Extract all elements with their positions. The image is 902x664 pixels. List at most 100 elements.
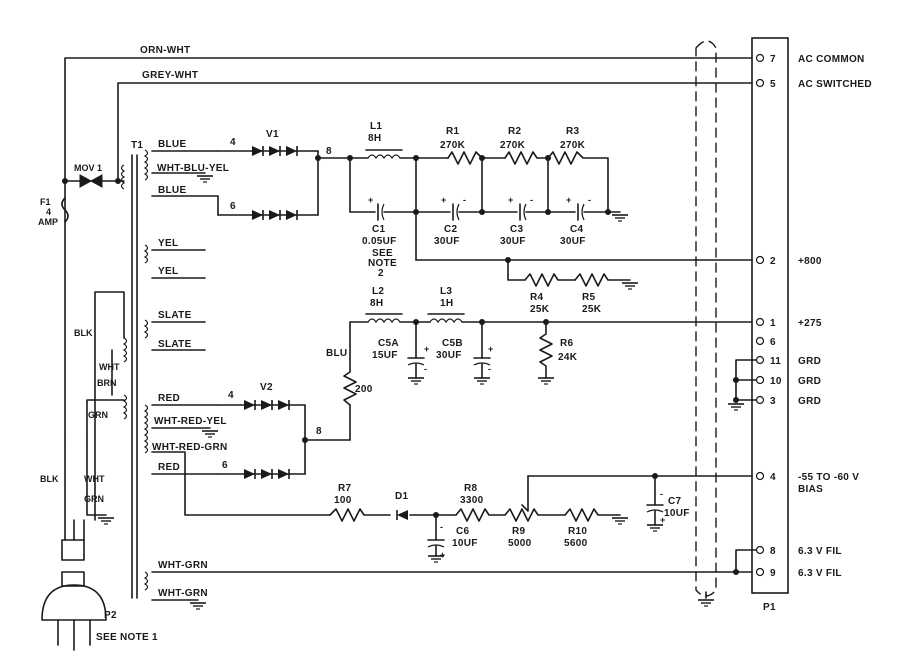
- label-slate-1: SLATE: [158, 310, 192, 321]
- rectifier-v1: V1 4 6 8: [217, 129, 332, 221]
- mov-label: MOV 1: [74, 163, 102, 173]
- label-wht-red-grn: WHT-RED-GRN: [152, 442, 228, 453]
- r6-name: R6: [560, 338, 574, 349]
- svg-text:-: -: [424, 364, 427, 374]
- label-yel-2: YEL: [158, 266, 178, 277]
- l2-name: L2: [372, 286, 384, 297]
- node-4a: 4: [230, 137, 236, 148]
- mov-1: MOV 1: [62, 163, 121, 188]
- secondary-wires: [151, 150, 753, 610]
- ac-common-wire: ORN-WHT: [64, 45, 753, 441]
- p1-pin-number: 6: [770, 337, 776, 348]
- fuse-unit: AMP: [38, 217, 58, 227]
- label-wht-2: WHT: [84, 474, 105, 484]
- transformer-label: T1: [131, 140, 143, 151]
- p1-pin-2: [755, 255, 765, 265]
- label-wht-grn-1: WHT-GRN: [158, 560, 208, 571]
- r6-value: 24K: [558, 352, 578, 363]
- r10-name: R10: [568, 526, 587, 537]
- label-blue-1: BLUE: [158, 139, 186, 150]
- c1-note-2: NOTE: [368, 258, 397, 269]
- p1-pin-number: 2: [770, 256, 776, 267]
- label-slate-2: SLATE: [158, 339, 192, 350]
- c2-value: 30UF: [434, 236, 460, 247]
- svg-text:+: +: [488, 344, 493, 354]
- p1-pin-label: 6.3 V FIL: [798, 568, 842, 579]
- l2-value: 8H: [370, 298, 383, 309]
- r10-value: 5600: [564, 538, 588, 549]
- v1-label: V1: [266, 129, 279, 140]
- p1-name: P1: [763, 602, 776, 613]
- p1-pin-number: 10: [770, 376, 782, 387]
- p1-pin-number: 11: [770, 356, 781, 367]
- p1-pin-label: AC COMMON: [798, 54, 865, 65]
- p1-pin-3: [755, 395, 765, 405]
- label-red-1: RED: [158, 393, 180, 404]
- c7-value: 10UF: [664, 508, 690, 519]
- p1-pin-label: -55 TO -60 V: [798, 472, 859, 483]
- c1-note-3: 2: [378, 268, 384, 279]
- label-orn-wht: ORN-WHT: [140, 45, 190, 56]
- r2-value: 270K: [500, 140, 526, 151]
- c2-name: C2: [444, 224, 458, 235]
- c1-note-1: SEE: [372, 248, 393, 259]
- svg-text:+: +: [660, 515, 665, 525]
- label-grn: GRN: [88, 410, 108, 420]
- p1-pin-number: 1: [770, 318, 776, 329]
- node-8b: 8: [316, 426, 322, 437]
- p1-pin-label: GRD: [798, 396, 821, 407]
- svg-text:+: +: [424, 344, 429, 354]
- svg-text:+: +: [440, 550, 445, 560]
- node-6a: 6: [230, 201, 236, 212]
- plug-note: SEE NOTE 1: [96, 632, 158, 643]
- p1-pin-label: 6.3 V FIL: [798, 546, 842, 557]
- r2-name: R2: [508, 126, 522, 137]
- plug-name: P2: [104, 610, 117, 621]
- c4-value: 30UF: [560, 236, 586, 247]
- p1-pin-number: 7: [770, 54, 776, 65]
- r3-name: R3: [566, 126, 580, 137]
- svg-text:+: +: [566, 195, 571, 205]
- label-blue-2: BLUE: [158, 185, 186, 196]
- plug-p2: P2 SEE NOTE 1: [41, 439, 158, 651]
- p1-pin-label: GRD: [798, 376, 821, 387]
- r8-value: 3300: [460, 495, 484, 506]
- label-wht-grn-2: WHT-GRN: [158, 588, 208, 599]
- p1-pin-label: +800: [798, 256, 822, 267]
- r4-value: 25K: [530, 304, 550, 315]
- p1-pin-6: [755, 336, 765, 346]
- l3-name: L3: [440, 286, 452, 297]
- r8-name: R8: [464, 483, 478, 494]
- fuse-rating: 4: [46, 207, 51, 217]
- p1-pin-number: 9: [770, 568, 776, 579]
- lv-filter: 200 BLU L2 8H L3 1H + - C5A 15UF + - C5B: [326, 286, 753, 441]
- p1-pin-label: GRD: [798, 356, 821, 367]
- svg-text:-: -: [440, 522, 443, 532]
- bias-supply: R7 100 D1 - + C6 10UF R8 3300 R9 5000 R1…: [329, 473, 753, 563]
- p1-pin-9: [755, 567, 765, 577]
- node-6b: 6: [222, 460, 228, 471]
- c3-name: C3: [510, 224, 524, 235]
- transformer-t1: T1: [120, 140, 149, 599]
- svg-text:-: -: [660, 489, 663, 499]
- rectifier-v2: V2 4 6 8: [217, 382, 351, 480]
- r5-value: 25K: [582, 304, 602, 315]
- l1-value: 8H: [368, 133, 381, 144]
- r1-value: 270K: [440, 140, 466, 151]
- svg-text:-: -: [463, 195, 466, 205]
- r7-name: R7: [338, 483, 352, 494]
- p1-pin-label: AC SWITCHED: [798, 79, 872, 90]
- c1-value: 0.05UF: [362, 236, 397, 247]
- fuse-f1: F1 4 AMP: [38, 197, 69, 227]
- label-wht-blu-yel: WHT-BLU-YEL: [157, 163, 229, 174]
- r9-value: 5000: [508, 538, 532, 549]
- p1-pin-label: +275: [798, 318, 822, 329]
- c4-name: C4: [570, 224, 584, 235]
- secondary-labels: BLUE WHT-BLU-YEL BLUE YEL YEL SLATE SLAT…: [152, 139, 229, 599]
- r3-value: 270K: [560, 140, 586, 151]
- blu-label: BLU: [326, 348, 347, 359]
- label-brn: BRN: [97, 378, 117, 388]
- r200-value: 200: [355, 384, 373, 395]
